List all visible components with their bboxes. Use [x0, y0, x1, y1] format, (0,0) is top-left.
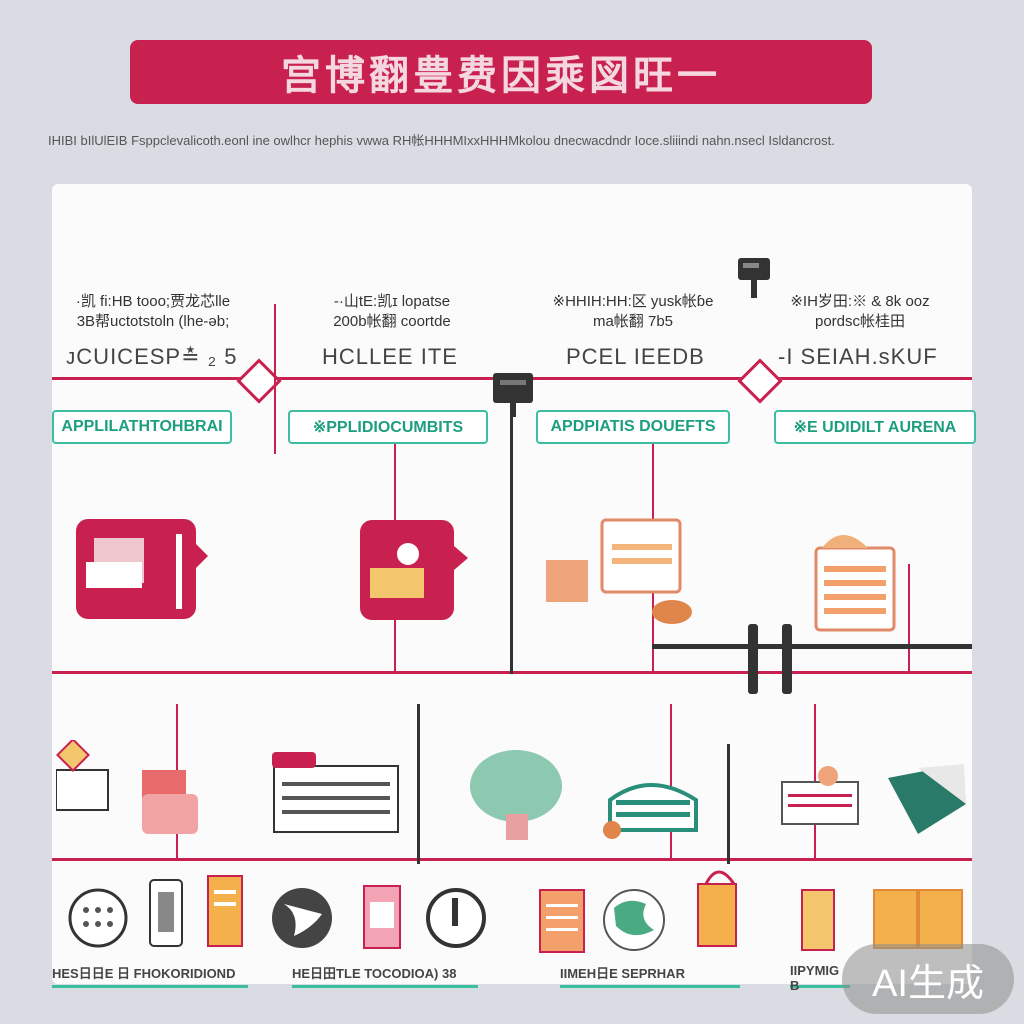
section-1-badge: APPLILATHTOHBRAI	[52, 410, 232, 444]
section-2-code: HCLLEE ITE	[322, 344, 458, 369]
document-icon	[697, 870, 737, 947]
section-4-text-line-1: ※IH岁田:※ & 8k ooz	[790, 293, 930, 310]
plug-icon	[738, 258, 770, 298]
section-4-code: -I SEIAH.sKUF	[778, 344, 938, 369]
section-1-code: ᴊCUICESP≛ ₂ 5	[66, 344, 238, 369]
tree-icon	[470, 750, 562, 840]
page-subtitle: IHIBI bIlUlEIB Fsppclevalicoth.eonl ine …	[48, 133, 835, 148]
time-icon	[426, 888, 486, 948]
footer-label-1: HES日日E 日 FHOKORIDIOND	[52, 963, 248, 988]
money-card-icon	[56, 740, 198, 834]
book-icon	[781, 766, 859, 825]
section-2-badge: ※PPLIDIOCUMBITS	[288, 410, 488, 444]
section-4-badge: ※E UDIDILT AURENA	[774, 410, 976, 444]
footer-label-2: HE日田TLE TOCODIOA) 38	[292, 963, 478, 988]
section-2-text-line-1: -·山tE:凯ɪ lopatse	[333, 293, 451, 310]
section-3-badge: APDPIATIS DOUEFTS	[536, 410, 730, 444]
clock-icon	[68, 888, 128, 948]
world-icon	[603, 889, 665, 951]
report-icon	[363, 885, 401, 949]
timeline-node-2	[737, 358, 783, 404]
ai-generated-watermark: AI生成	[842, 944, 1014, 1014]
section-1-text-line-2: 3B帮uctotstoln (lhe-ǝb;	[76, 313, 230, 330]
section-3-text-line-2: ma帐翻 7b5	[592, 313, 674, 330]
footer-label-4: IIPYMIG B	[790, 963, 850, 993]
cable-icon	[652, 624, 972, 694]
connector-line	[908, 564, 910, 674]
section-3-code: PCEL IEEDB	[566, 344, 705, 369]
connector-line-dark	[510, 384, 513, 674]
folder-icon	[603, 783, 698, 839]
plug-icon	[493, 373, 533, 417]
timeline-line-bottom	[52, 858, 972, 861]
certificate-icon	[814, 535, 896, 632]
document-card-icon	[360, 520, 468, 620]
connector-line-dark	[727, 744, 730, 864]
book-stack-icon	[539, 889, 585, 953]
box-icon	[888, 764, 966, 834]
section-4-text-line-2: pordsc帐桂田	[814, 313, 906, 330]
globe-icon	[272, 888, 332, 948]
section-3-text-line-1: ※HHIH:HH:区 yusk帐ɓe	[552, 293, 714, 310]
file-icon	[207, 875, 243, 947]
clipboard-card-icon	[76, 519, 208, 619]
phone-icon	[149, 879, 183, 947]
file-icon	[801, 889, 835, 951]
notebook-icon	[272, 752, 399, 833]
footer-label-3: IIMEH日E SEPRHAR	[560, 963, 740, 988]
section-2-text-line-2: 200b帐翻 coortde	[333, 313, 451, 330]
document-stack-icon	[546, 518, 692, 624]
connector-line-dark	[417, 704, 420, 864]
box-icon	[873, 889, 963, 949]
section-1-text-line-1: ·凯 fi:HB tooo;贾龙芯lle	[75, 293, 231, 310]
page-title: 宫博翻豊费因乘図旺一	[130, 40, 872, 104]
connector-line	[670, 704, 672, 859]
connector-line	[274, 304, 276, 454]
infographic-panel: ·凯 fi:HB tooo;贾龙芯lle 3B帮uctotstoln (lhe-…	[52, 184, 976, 984]
